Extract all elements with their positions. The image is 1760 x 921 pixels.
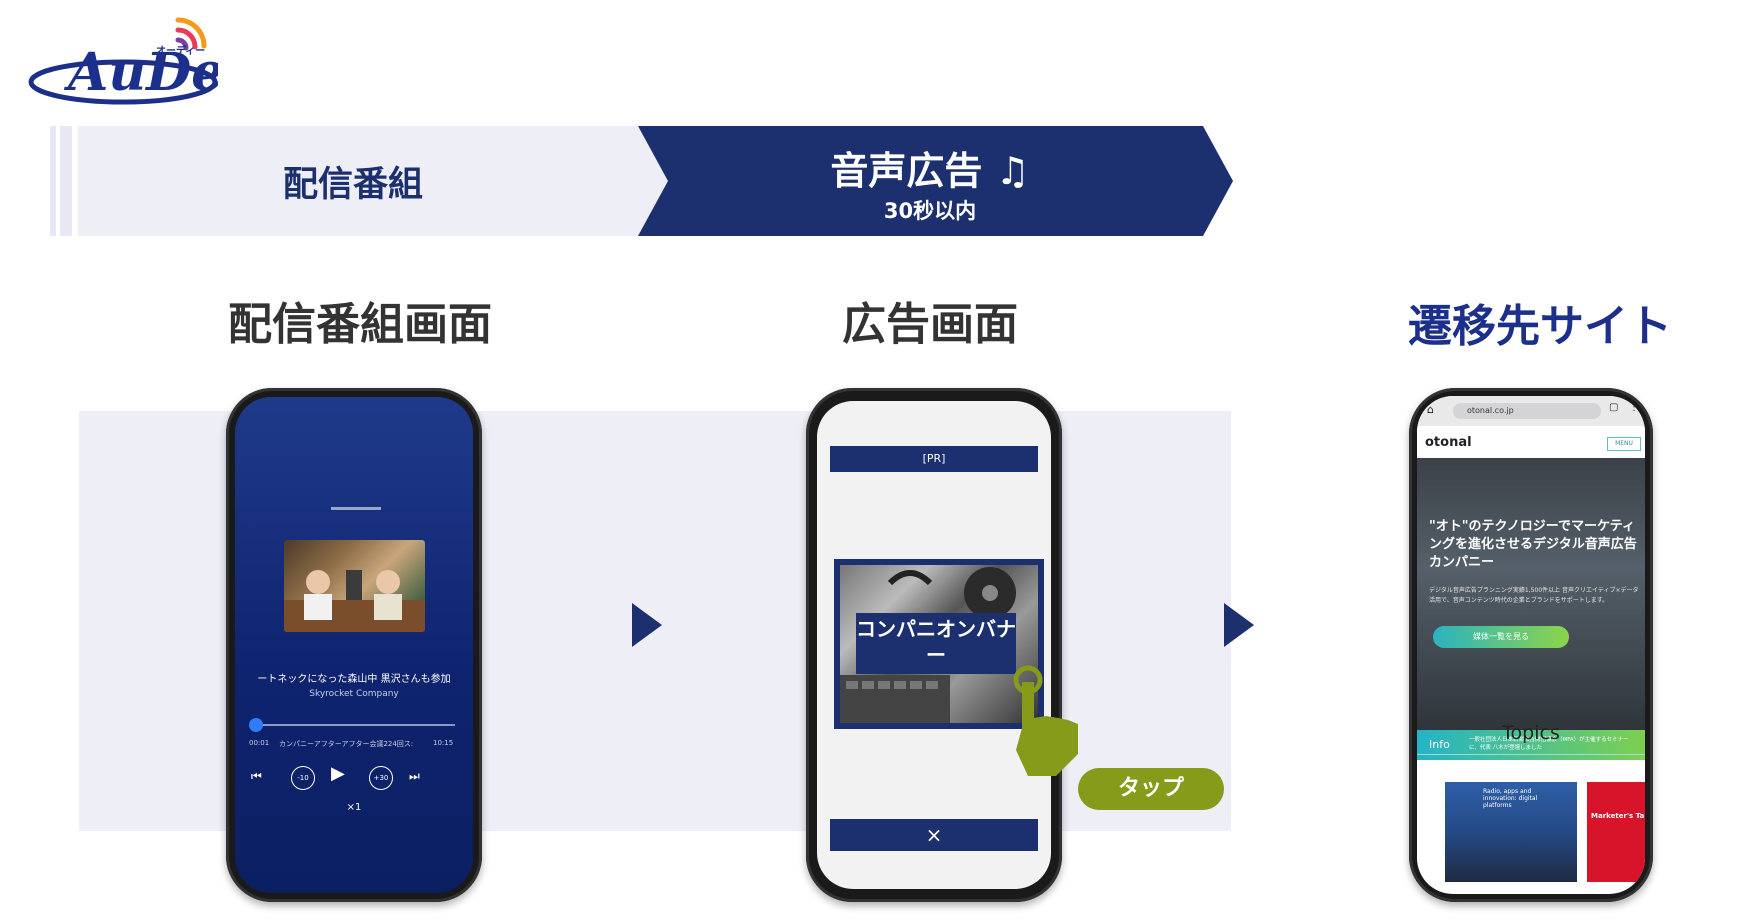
section-title-program-screen: 配信番組画面	[228, 299, 492, 350]
time-elapsed: 00:01	[249, 739, 270, 747]
skip-forward-icon[interactable]: ⏭	[409, 769, 420, 783]
logo-subtext: オーディー	[156, 44, 205, 57]
episode-artwork	[284, 540, 425, 632]
browser-screen: ⌂ otonal.co.jp ▢ ⋮ otonal MENU "オト"のテクノロ…	[1417, 396, 1645, 894]
flow-step-program-label: 配信番組	[282, 164, 423, 205]
progress-knob[interactable]	[249, 718, 263, 732]
banner-image: コンパニオンバナー	[840, 565, 1038, 723]
tabs-icon[interactable]: ▢	[1609, 402, 1619, 413]
arrow-right-icon	[1224, 603, 1254, 647]
topic-card-title: Radio, apps and innovation: digital plat…	[1483, 788, 1538, 809]
rewind-10-button[interactable]: -10	[291, 766, 315, 790]
episode-title: ートネックになった森山中 黒沢さんも参加	[257, 674, 451, 685]
hero-section: "オト"のテクノロジーでマーケティングを進化させるデジタル音声広告カンパニー デ…	[1417, 458, 1645, 760]
companion-banner-label: コンパニオンバナー	[856, 613, 1016, 674]
site-header: otonal MENU	[1417, 426, 1645, 458]
hero-title: "オト"のテクノロジーでマーケティングを進化させるデジタル音声広告カンパニー	[1429, 519, 1637, 570]
companion-banner[interactable]: コンパニオンバナー	[834, 559, 1044, 729]
pr-label: [PR]	[830, 446, 1038, 472]
topics-divider	[1417, 754, 1645, 755]
chapter-title: カンパニーアフターアフター会議224回ス:	[279, 740, 414, 748]
phone-destination-site: ⌂ otonal.co.jp ▢ ⋮ otonal MENU "オト"のテクノロ…	[1409, 388, 1653, 902]
section-title-destination-site: 遷移先サイト	[1408, 301, 1672, 352]
site-logo[interactable]: otonal	[1425, 435, 1472, 450]
topic-card[interactable]: Marketer's Ta	[1587, 782, 1645, 882]
flow-step-audio-ad	[638, 126, 1233, 236]
home-icon[interactable]: ⌂	[1427, 403, 1434, 416]
playback-speed[interactable]: ×1	[346, 802, 362, 813]
info-text: 一般社団法人日本新聞広告財団協会（MFA）が主催するセミナーに、代表 八木が登壇…	[1469, 737, 1629, 751]
flow-step-audio-ad-duration: 30秒以内	[883, 199, 977, 223]
play-icon[interactable]: ▶	[331, 763, 345, 784]
topic-card[interactable]: Radio, apps and innovation: digital plat…	[1445, 782, 1577, 882]
flow-step-program	[78, 126, 668, 236]
publisher-name: Skyrocket Company	[309, 689, 399, 699]
more-icon[interactable]: ⋮	[1629, 402, 1639, 413]
phone-program-screen: ートネックになった森山中 黒沢さんも参加 Skyrocket Company 0…	[226, 388, 482, 902]
media-list-button[interactable]: 媒体一覧を見る	[1433, 626, 1569, 648]
drag-handle[interactable]	[331, 507, 381, 510]
info-bar[interactable]: Info 一般社団法人日本新聞広告財団協会（MFA）が主催するセミナーに、代表 …	[1417, 730, 1645, 760]
audee-logo: AuDee オーディー	[28, 17, 218, 105]
tap-label: タップ	[1078, 768, 1224, 810]
arrow-right-icon	[632, 603, 662, 647]
flow-step-audio-ad-label: 音声広告 ♫	[830, 149, 1030, 193]
time-total: 10:15	[433, 739, 454, 747]
section-title-ad-screen: 広告画面	[842, 299, 1018, 350]
logo-text: AuDee	[63, 42, 218, 103]
forward-30-button[interactable]: +30	[369, 766, 393, 790]
topic-card-title: Marketer's Ta	[1591, 812, 1645, 820]
info-label: Info	[1429, 738, 1450, 751]
progress-track[interactable]	[255, 724, 455, 726]
player-screen: ートネックになった森山中 黒沢さんも参加 Skyrocket Company 0…	[235, 397, 473, 893]
phone-ad-screen: [PR] コンパニオンバナー ×	[806, 388, 1062, 902]
hero-subtitle: デジタル音声広告プランニング実績1,500件以上 音声クリエイティブ×データ活用…	[1429, 587, 1639, 604]
topics-heading: Topics	[1502, 722, 1560, 744]
browser-toolbar: ⌂ otonal.co.jp ▢ ⋮	[1417, 396, 1645, 426]
ad-screen: [PR] コンパニオンバナー ×	[817, 401, 1051, 889]
address-bar[interactable]: otonal.co.jp	[1453, 403, 1601, 419]
tap-hand-icon	[1013, 665, 1078, 776]
skip-back-icon[interactable]: ⏮	[251, 769, 262, 783]
menu-button[interactable]: MENU	[1607, 437, 1641, 451]
flow-decoration	[50, 126, 72, 236]
close-button[interactable]: ×	[830, 819, 1038, 851]
